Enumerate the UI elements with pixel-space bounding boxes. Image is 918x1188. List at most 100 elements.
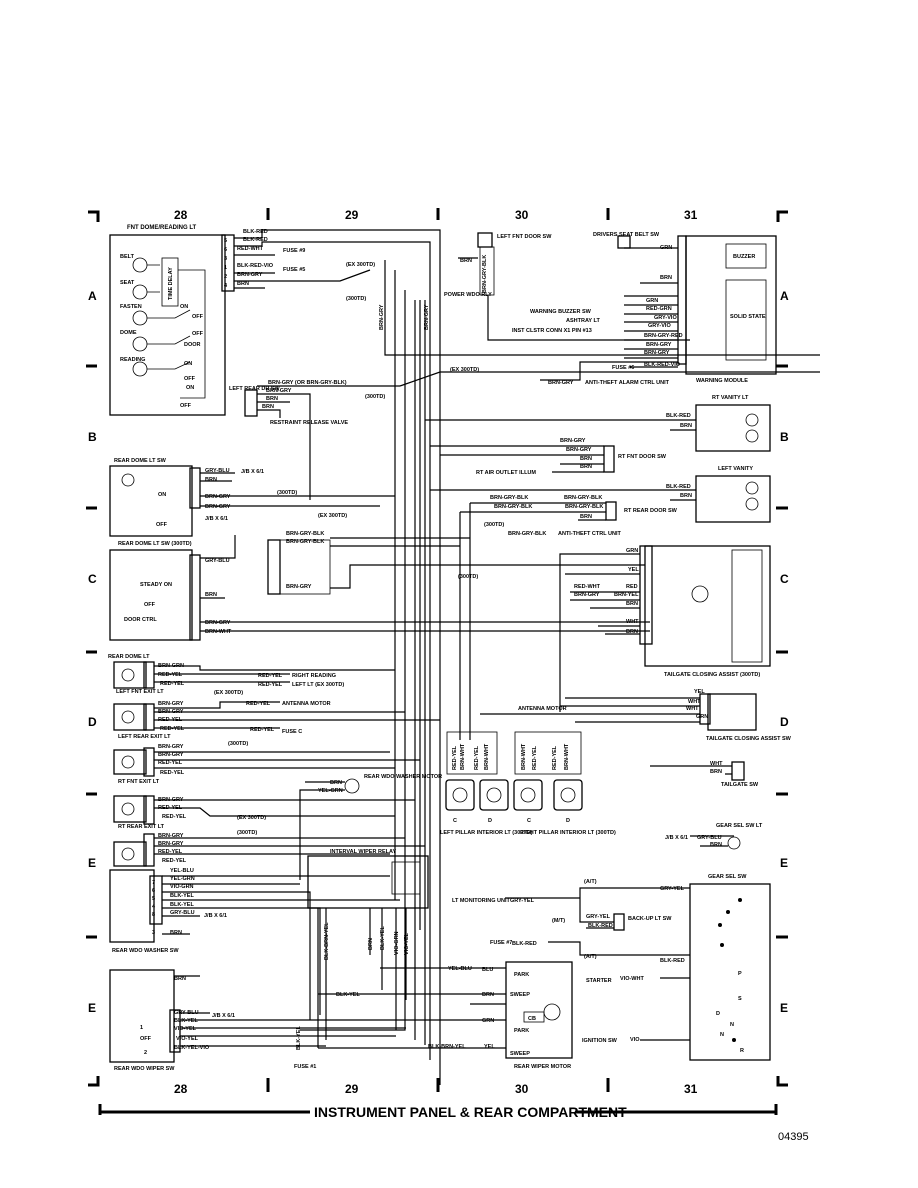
svg-text:RT REAR DOOR SW: RT REAR DOOR SW: [624, 508, 678, 514]
svg-text:RESTRAINT RELEASE VALVE: RESTRAINT RELEASE VALVE: [270, 420, 348, 426]
svg-text:GRN: GRN: [646, 298, 658, 304]
svg-text:BLK-RED-VIO: BLK-RED-VIO: [644, 362, 681, 368]
svg-text:INTERVAL WIPER RELAY: INTERVAL WIPER RELAY: [330, 849, 396, 855]
svg-text:OFF: OFF: [192, 331, 204, 337]
svg-text:BRN-GRY: BRN-GRY: [286, 584, 312, 590]
row-a-left: A: [88, 289, 97, 303]
svg-text:C: C: [527, 818, 531, 824]
svg-text:INST CLSTR CONN X1 PIN #13: INST CLSTR CONN X1 PIN #13: [512, 328, 592, 334]
svg-text:BRN-GRY: BRN-GRY: [646, 342, 672, 348]
svg-text:RED-YEL: RED-YEL: [160, 726, 185, 732]
svg-text:BRN-GRY: BRN-GRY: [548, 380, 574, 386]
svg-text:BRN: BRN: [580, 456, 592, 462]
svg-text:BLK-YEL: BLK-YEL: [296, 1026, 302, 1050]
svg-text:BRN: BRN: [710, 769, 722, 775]
tailgate-sw: WHT BRN TAILGATE SW: [650, 761, 759, 788]
svg-text:GRN: GRN: [626, 548, 638, 554]
svg-text:RED-WHT: RED-WHT: [574, 584, 601, 590]
svg-text:LEFT FNT EXIT LT: LEFT FNT EXIT LT: [116, 689, 164, 695]
svg-text:ANTI-THEFT ALARM CTRL UNIT: ANTI-THEFT ALARM CTRL UNIT: [585, 380, 670, 386]
row-b-right: B: [780, 430, 789, 444]
svg-text:YEL-BLU: YEL-BLU: [170, 868, 194, 874]
svg-text:FUSE C: FUSE C: [282, 729, 302, 735]
svg-text:WHT: WHT: [626, 619, 639, 625]
svg-text:LEFT REAR EXIT LT: LEFT REAR EXIT LT: [118, 734, 171, 740]
svg-text:PARK: PARK: [514, 972, 529, 978]
row-markers: A A B B C C D D E E E E: [86, 289, 789, 1015]
row-e-right: E: [780, 856, 788, 870]
svg-text:OFF: OFF: [184, 376, 196, 382]
svg-text:DRIVERS SEAT BELT SW: DRIVERS SEAT BELT SW: [593, 232, 660, 238]
svg-text:RED-YEL: RED-YEL: [158, 849, 183, 855]
svg-text:BRN-GRY: BRN-GRY: [379, 304, 385, 330]
svg-text:BRN: BRN: [580, 514, 592, 520]
row-a-right: A: [780, 289, 789, 303]
svg-text:YEL: YEL: [484, 1044, 495, 1050]
row-e-left: E: [88, 856, 96, 870]
svg-text:FUSE #1: FUSE #1: [294, 1064, 316, 1070]
svg-text:BRN: BRN: [482, 992, 494, 998]
svg-text:D: D: [566, 818, 570, 824]
svg-text:(M/T): (M/T): [552, 918, 565, 924]
svg-text:(300TD): (300TD): [365, 394, 385, 400]
svg-text:GRY-BLU: GRY-BLU: [170, 910, 195, 916]
svg-text:BRN: BRN: [660, 275, 672, 281]
svg-text:BRN-GRY: BRN-GRY: [237, 272, 263, 278]
svg-text:RED-GRN: RED-GRN: [646, 306, 672, 312]
svg-text:BLK-RED: BLK-RED: [243, 229, 268, 235]
svg-text:STEADY ON: STEADY ON: [140, 582, 172, 588]
svg-text:BRN: BRN: [580, 464, 592, 470]
svg-text:BRN-GRY: BRN-GRY: [158, 841, 184, 847]
svg-text:IGNITION SW: IGNITION SW: [582, 1038, 618, 1044]
svg-text:YEL-GRN: YEL-GRN: [170, 876, 195, 882]
svg-text:BRN-GRY: BRN-GRY: [205, 620, 231, 626]
left-rear-dr-sw: LEFT REAR DR SW BRN-GRY (OR BRN-GRY-BLK)…: [229, 367, 820, 500]
svg-text:BLK-YEL-VIO: BLK-YEL-VIO: [174, 1045, 210, 1051]
svg-text:BLK-YEL: BLK-YEL: [170, 902, 194, 908]
svg-text:REAR WDO WIPER SW: REAR WDO WIPER SW: [114, 1066, 175, 1072]
svg-text:BRN-GRY-BLK: BRN-GRY-BLK: [490, 495, 528, 501]
svg-text:GEAR SEL SW: GEAR SEL SW: [708, 874, 747, 880]
svg-text:BRN: BRN: [205, 477, 217, 483]
col-30-bottom: 30: [515, 1082, 529, 1096]
svg-text:TAILGATE CLOSING ASSIST (300TD: TAILGATE CLOSING ASSIST (300TD): [664, 672, 760, 678]
svg-text:8: 8: [152, 912, 155, 918]
svg-text:ASHTRAY LT: ASHTRAY LT: [566, 318, 600, 324]
svg-text:BRN-GRY-BLK: BRN-GRY-BLK: [565, 504, 603, 510]
anti-theft-block: BRN-GRY-BLK BRN-GRY-BLK BRN-GRY (300TD): [267, 531, 645, 595]
svg-text:BLK-RED: BLK-RED: [588, 923, 613, 929]
svg-text:5: 5: [224, 238, 227, 244]
gear-sel-sw-lt: GEAR SEL SW LT J/B X 6/1 GRY-BLU BRN: [665, 823, 763, 850]
figure-id: 04395: [778, 1131, 809, 1143]
svg-text:N: N: [720, 1032, 724, 1038]
svg-text:DOOR CTRL: DOOR CTRL: [124, 617, 157, 623]
svg-text:RED: RED: [626, 584, 638, 590]
fnt-dome-label: FNT DOME/READING LT: [127, 225, 197, 231]
svg-text:LEFT VANITY: LEFT VANITY: [718, 466, 753, 472]
svg-text:TAILGATE SW: TAILGATE SW: [721, 782, 759, 788]
svg-text:YEL-BLU: YEL-BLU: [448, 966, 472, 972]
svg-text:GRY-VIO: GRY-VIO: [648, 323, 671, 329]
svg-text:WARNING MODULE: WARNING MODULE: [696, 378, 748, 384]
svg-text:VIO: VIO: [630, 1037, 640, 1043]
svg-text:FUSE #9: FUSE #9: [283, 248, 305, 254]
svg-text:BRN: BRN: [710, 842, 722, 848]
svg-text:RED-YEL: RED-YEL: [250, 727, 275, 733]
svg-text:BRN: BRN: [266, 396, 278, 402]
svg-text:BRN: BRN: [262, 404, 274, 410]
svg-text:RED-YEL: RED-YEL: [246, 701, 271, 707]
svg-text:BLK-RED: BLK-RED: [512, 941, 537, 947]
svg-text:BRN-GRY-RED: BRN-GRY-RED: [644, 333, 683, 339]
svg-text:REAR DOME LT SW (300TD): REAR DOME LT SW (300TD): [118, 541, 192, 547]
svg-text:VIO-YEL: VIO-YEL: [176, 1036, 199, 1042]
svg-text:BRN-GRY: BRN-GRY: [574, 592, 600, 598]
svg-text:TIME DELAY: TIME DELAY: [168, 267, 174, 300]
svg-text:GRN: GRN: [696, 714, 708, 720]
col-28-bottom: 28: [174, 1082, 188, 1096]
svg-text:ON: ON: [180, 304, 188, 310]
svg-text:RED-WHT: RED-WHT: [237, 246, 264, 252]
svg-text:CB: CB: [528, 1016, 536, 1022]
svg-text:OFF: OFF: [180, 403, 192, 409]
harness-verticals: BRN-GRY BRN-GRY: [300, 260, 820, 1045]
svg-text:ANTI-THEFT CTRL UNIT: ANTI-THEFT CTRL UNIT: [558, 531, 621, 537]
